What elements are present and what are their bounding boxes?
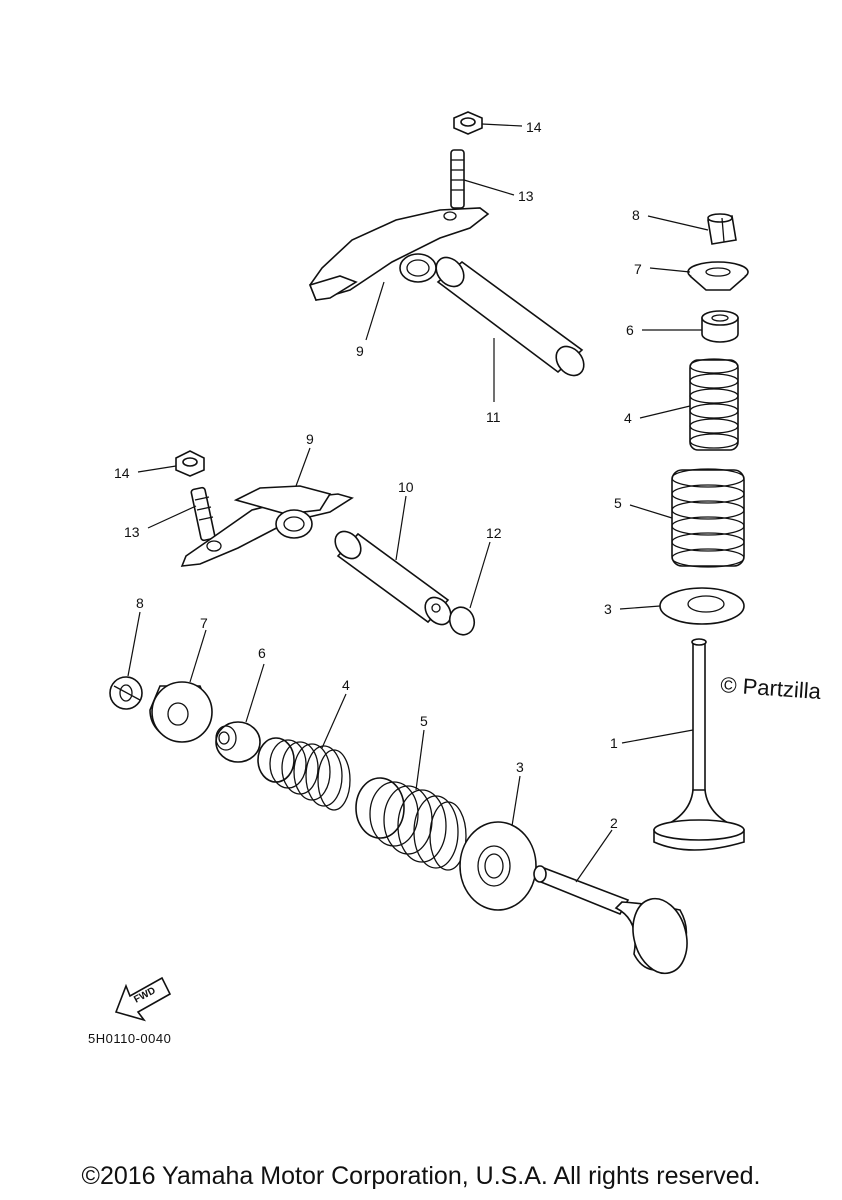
callout-14-upper: 14 bbox=[526, 119, 542, 135]
copyright-notice: ©2016 Yamaha Motor Corporation, U.S.A. A… bbox=[81, 1162, 761, 1190]
callout-6-right: 6 bbox=[626, 322, 634, 338]
adjusting-screw-upper[interactable] bbox=[450, 149, 465, 209]
left-valve-stack bbox=[109, 676, 695, 979]
oil-seal-right[interactable] bbox=[701, 310, 739, 343]
oil-seal-left[interactable] bbox=[215, 721, 261, 763]
callout-11: 11 bbox=[486, 409, 501, 425]
callout-9-lower: 9 bbox=[306, 431, 314, 447]
intake-valve[interactable] bbox=[533, 865, 695, 979]
callout-9-upper: 9 bbox=[356, 343, 364, 359]
spring-seat-right[interactable] bbox=[659, 587, 745, 625]
o-ring[interactable] bbox=[446, 604, 478, 639]
callout-7-right: 7 bbox=[634, 261, 642, 277]
callout-7-left: 7 bbox=[200, 615, 208, 631]
rocker-shaft-upper[interactable] bbox=[431, 252, 590, 381]
outer-spring-left[interactable] bbox=[355, 777, 467, 871]
callout-3-left: 3 bbox=[516, 759, 524, 775]
callout-12: 12 bbox=[486, 525, 502, 541]
diagram-code: 5H0110-0040 bbox=[88, 1031, 171, 1046]
callout-2: 2 bbox=[610, 815, 618, 831]
rocker-arm-upper[interactable] bbox=[308, 207, 490, 301]
callout-numbers: 14 13 9 11 14 13 9 10 12 8 7 6 4 5 3 1 8… bbox=[114, 119, 642, 831]
partzilla-watermark: © Partzilla bbox=[720, 672, 823, 704]
upper-rocker-arm-assembly bbox=[308, 111, 590, 381]
valve-cotter-left[interactable] bbox=[109, 676, 143, 710]
callout-1: 1 bbox=[610, 735, 618, 751]
inner-spring-right[interactable] bbox=[689, 358, 739, 451]
valve-retainer-left[interactable] bbox=[149, 681, 213, 743]
callout-5-left: 5 bbox=[420, 713, 428, 729]
callout-10: 10 bbox=[398, 479, 414, 495]
callout-4-right: 4 bbox=[624, 410, 632, 426]
leader-lines bbox=[127, 123, 709, 883]
valve-retainer-right[interactable] bbox=[687, 261, 749, 291]
callout-8-right: 8 bbox=[632, 207, 640, 223]
callout-8-left: 8 bbox=[136, 595, 144, 611]
adjusting-screw-lower[interactable] bbox=[190, 486, 216, 542]
rocker-arm-lower[interactable] bbox=[180, 485, 354, 567]
callout-3-right: 3 bbox=[604, 601, 612, 617]
spring-seat-left[interactable] bbox=[459, 821, 537, 911]
rocker-shaft-lower[interactable] bbox=[330, 526, 456, 629]
valve-cotter-right[interactable] bbox=[707, 213, 737, 245]
fwd-arrow-icon: FWD bbox=[114, 976, 172, 1022]
lock-nut-upper[interactable] bbox=[453, 111, 483, 135]
exhaust-valve[interactable] bbox=[653, 638, 745, 851]
callout-14-lower: 14 bbox=[114, 465, 130, 481]
callout-6-left: 6 bbox=[258, 645, 266, 661]
right-valve-stack bbox=[653, 213, 749, 851]
callout-4-left: 4 bbox=[342, 677, 350, 693]
lock-nut-lower[interactable] bbox=[175, 450, 205, 477]
callout-13-lower: 13 bbox=[124, 524, 140, 540]
lower-rocker-arm-assembly bbox=[175, 450, 478, 639]
callout-5-right: 5 bbox=[614, 495, 622, 511]
inner-spring-left[interactable] bbox=[257, 737, 351, 811]
outer-spring-right[interactable] bbox=[671, 468, 745, 568]
callout-13-upper: 13 bbox=[518, 188, 534, 204]
